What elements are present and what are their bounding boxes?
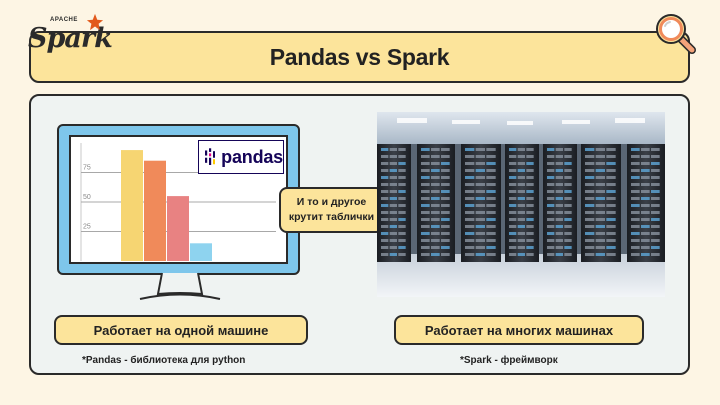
search-icon[interactable] (652, 10, 698, 56)
bar-chart: 75 50 25 (80, 143, 276, 261)
monitor-screen: 75 50 25 (69, 135, 288, 264)
single-machine-label: Работает на одной машине (54, 315, 308, 345)
multi-machine-label: Работает на многих машинах (394, 315, 644, 345)
pandas-logo-text: pandas (221, 146, 283, 167)
spark-footnote: *Spark - фреймворк (460, 355, 558, 366)
monitor-stand (139, 272, 221, 300)
chart-tick-label: 75 (83, 165, 91, 172)
spark-logo: APACHE Spark (28, 13, 113, 57)
chart-tick-label: 25 (83, 224, 91, 231)
pandas-mark-icon (205, 148, 216, 165)
chart-bar (144, 160, 166, 261)
server-room-image (377, 112, 665, 297)
server-rack (505, 144, 539, 262)
server-rack (461, 144, 501, 262)
title-bar: Pandas vs Spark (29, 31, 690, 83)
server-rack (543, 144, 577, 262)
bubble-line-2: крутит таблички (288, 211, 375, 223)
chart-bar (190, 243, 212, 261)
chart-bar (167, 196, 189, 261)
spark-logo-apache: APACHE (50, 17, 78, 23)
server-rack (581, 144, 621, 262)
page-title: Pandas vs Spark (269, 43, 450, 70)
pandas-logo: pandas (198, 140, 284, 174)
server-rack (627, 144, 665, 262)
spark-star-icon (86, 13, 104, 31)
pandas-footnote: *Pandas - библиотека для python (82, 355, 246, 366)
chart-bar (121, 150, 143, 261)
bubble-line-1: И то и другое (296, 196, 367, 208)
server-rack (377, 144, 411, 262)
chart-tick-label: 50 (83, 194, 91, 201)
server-rack (417, 144, 455, 262)
shared-feature-bubble: И то и другое крутит таблички (279, 187, 384, 233)
